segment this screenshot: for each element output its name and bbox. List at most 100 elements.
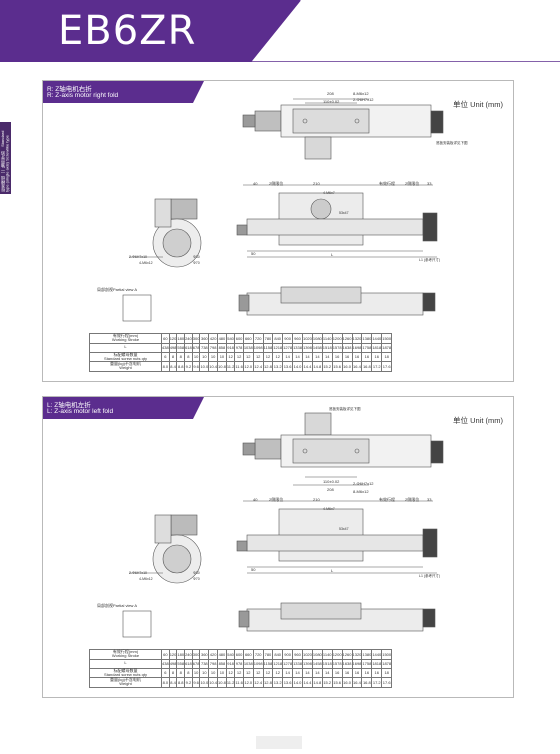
table-cell: 1080 <box>311 333 323 344</box>
table-cell: 16.4 <box>351 361 363 372</box>
table-cell: 1218 <box>272 342 284 353</box>
table-cell: 1398 <box>301 658 313 669</box>
table-cell: 12 <box>262 351 274 363</box>
table-cell: 14.8 <box>311 361 323 372</box>
dim-label: 4-M6x12 <box>139 577 153 581</box>
table-cell: 14 <box>301 667 313 679</box>
table-cell: 8.8 <box>176 361 186 372</box>
dim-label: 33 <box>427 181 432 186</box>
table-cell: 1878 <box>381 342 393 353</box>
dim-label: 8-M6x12 <box>353 91 369 96</box>
table-cell: 18 <box>381 351 393 363</box>
table-cell: 1158 <box>262 342 274 353</box>
table-cell: 18 <box>381 667 393 679</box>
table-cell: 1338 <box>292 658 303 669</box>
side-tab-text: 标准模组（一轴带导轨） Standard type (single axis) … <box>1 130 10 192</box>
table-cell: 498 <box>168 342 178 353</box>
table-cell: 540 <box>225 649 236 660</box>
table-cell: 900 <box>282 333 294 344</box>
table-cell: 240 <box>184 649 193 660</box>
table-cell: 1638 <box>341 658 353 669</box>
table-cell: 1320 <box>351 649 363 660</box>
table-cell: 8 <box>184 351 193 363</box>
dim-label: 50 <box>251 251 256 256</box>
dim-label: 底板安装板详见下图 <box>436 141 468 145</box>
table-cell: 14.4 <box>301 677 313 688</box>
dim-label: L1 (参考尺寸) <box>419 574 441 578</box>
table-cell: 15.2 <box>321 361 333 372</box>
dim-label: 2侧限位 <box>405 181 420 186</box>
dim-label: 110±0.02 <box>323 479 340 484</box>
header-band: EB6ZR <box>0 0 560 62</box>
table-cell: 1440 <box>371 649 383 660</box>
sectional-view <box>122 286 436 322</box>
table-cell: 1020 <box>301 333 313 344</box>
table-cell: 9.2 <box>184 361 193 372</box>
table-cell: 12.8 <box>262 361 274 372</box>
table-cell: 60 <box>161 333 170 344</box>
table-cell: 1158 <box>262 658 274 669</box>
dim-label: Φ70 <box>193 577 200 581</box>
table-cell: 16.0 <box>341 677 353 688</box>
table-cell: 11.6 <box>234 361 244 372</box>
table-cell: 14 <box>311 351 323 363</box>
table-cell: 15.6 <box>331 361 343 372</box>
dim-label: 2侧限位 <box>269 497 284 502</box>
table-cell: 1518 <box>321 658 333 669</box>
table-cell: 12 <box>225 667 236 679</box>
spec-table: 有效行程(mm)Working Stroke 60 120 180 240 30… <box>89 333 393 372</box>
table-cell: 12.0 <box>242 361 254 372</box>
table-cell: 14.0 <box>292 677 303 688</box>
dim-label: Φ70 <box>193 261 200 265</box>
model-title: EB6ZR <box>58 8 197 54</box>
table-cell: 498 <box>168 658 178 669</box>
table-cell: 8 <box>176 351 186 363</box>
table-cell: 360 <box>199 649 210 660</box>
dim-label: L <box>331 252 334 257</box>
table-cell: 960 <box>292 333 303 344</box>
table-cell: 1698 <box>351 658 363 669</box>
table-cell: 14 <box>292 667 303 679</box>
table-cell: 798 <box>208 342 219 353</box>
table-cell: 16 <box>341 667 353 679</box>
sectional-view-label: 局部剖视Partial view A <box>97 287 138 292</box>
table-cell: 1260 <box>341 649 353 660</box>
section-title-cn: L: Z轴电机左折 <box>47 402 91 409</box>
table-cell: 1458 <box>311 342 323 353</box>
table-cell: 10 <box>199 667 210 679</box>
row-header: 有效行程(mm)Working Stroke <box>89 333 162 344</box>
table-cell: 12.4 <box>252 677 264 688</box>
table-cell: 738 <box>199 658 210 669</box>
table-cell: 420 <box>208 333 219 344</box>
table-cell: 1578 <box>331 342 343 353</box>
table-cell: 1500 <box>381 333 393 344</box>
table-cell: 798 <box>208 658 219 669</box>
dim-label: 40 <box>253 181 258 186</box>
table-cell: 678 <box>191 342 201 353</box>
dim-label: 4-M6x12 <box>139 261 153 265</box>
table-cell: 10.4 <box>208 677 219 688</box>
table-cell: 13.6 <box>282 361 294 372</box>
table-cell: 11.2 <box>225 361 236 372</box>
table-cell: 12 <box>242 667 254 679</box>
table-cell: 16 <box>371 667 383 679</box>
section-title-cn: R: Z轴电机右折 <box>47 86 92 93</box>
table-cell: 8.4 <box>168 361 178 372</box>
table-cell: 1500 <box>381 649 393 660</box>
table-cell: 360 <box>199 333 210 344</box>
table-cell: 438 <box>161 342 170 353</box>
side-tab: 标准模组（一轴带导轨） Standard type (single axis) … <box>0 122 11 194</box>
front-view <box>236 184 438 258</box>
table-cell: 858 <box>217 342 227 353</box>
dim-label: Φ30 <box>193 255 200 259</box>
table-cell: 9.6 <box>191 361 201 372</box>
table-cell: 12.4 <box>252 361 264 372</box>
table-cell: 918 <box>225 658 236 669</box>
table-cell: 10 <box>191 351 201 363</box>
table-cell: 14.8 <box>311 677 323 688</box>
table-row: L 438 498 558 618 678 738 798 858 918 97… <box>89 658 393 669</box>
table-cell: 1818 <box>371 342 383 353</box>
table-cell: 1440 <box>371 333 383 344</box>
table-cell: 480 <box>217 333 227 344</box>
